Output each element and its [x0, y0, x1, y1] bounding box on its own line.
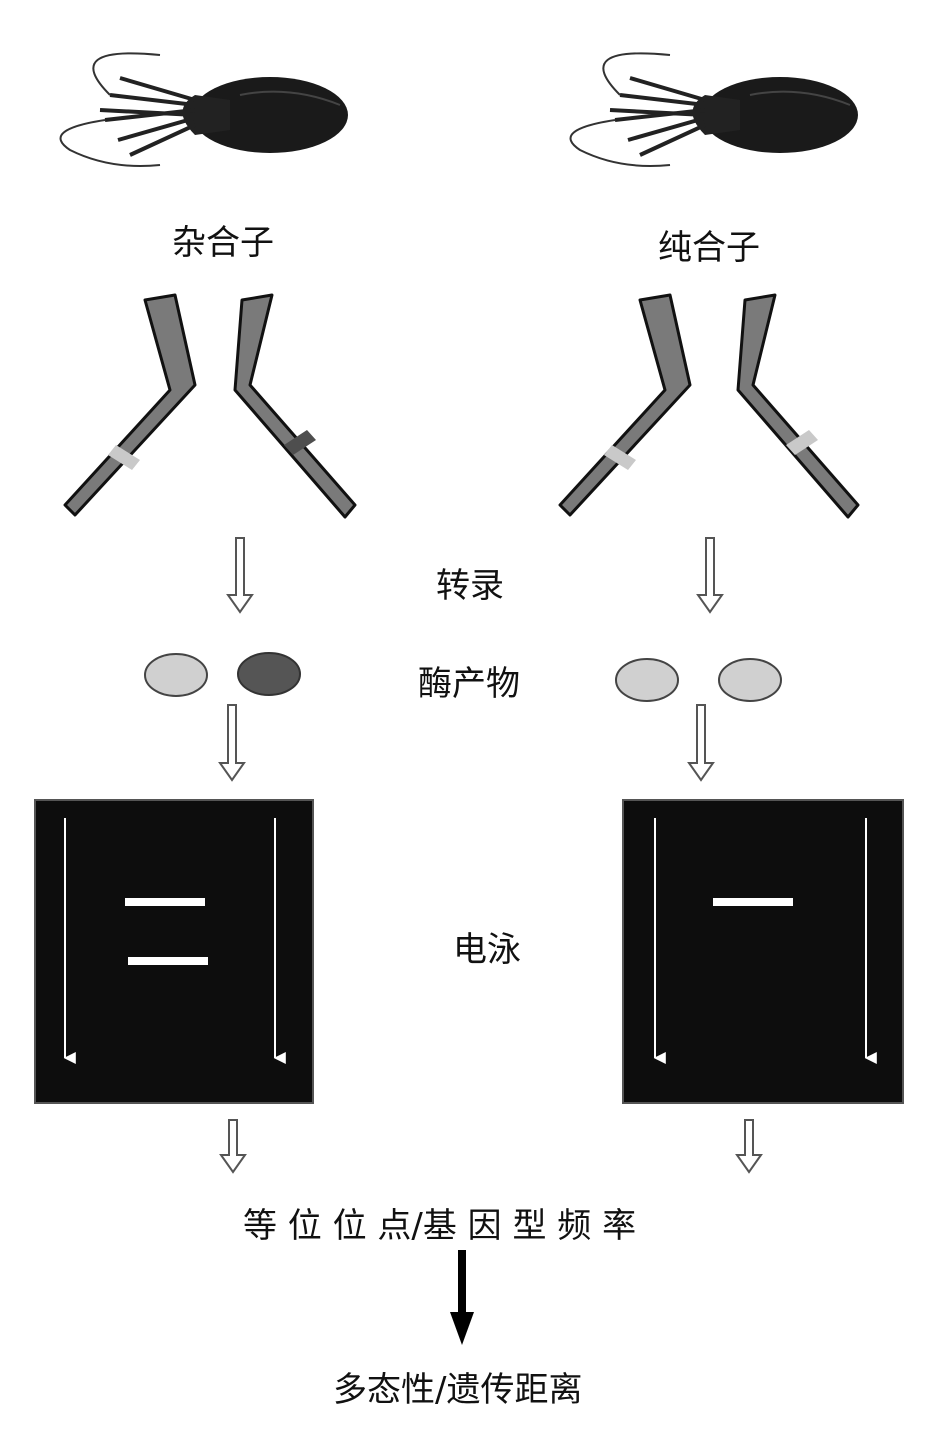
allele-band-light: [786, 430, 818, 455]
allele-band-light: [604, 445, 636, 470]
gel-homozygote: [622, 799, 904, 1104]
chromosome-icon-heterozygote: [63, 293, 357, 519]
label-electrophoresis: 电泳: [453, 930, 521, 970]
allele-band-light: [108, 445, 140, 470]
label-enzyme-product: 酶产物: [418, 664, 520, 704]
enzyme-product-dark: [237, 652, 301, 696]
squid-icon-heterozygote: [59, 52, 348, 167]
enzyme-product-light: [615, 658, 679, 702]
enzyme-product-light: [144, 653, 208, 697]
label-transcription: 转录: [436, 566, 504, 606]
label-homozygote: 纯合子: [658, 228, 760, 268]
enzyme-product-light: [718, 658, 782, 702]
gel-band: [128, 957, 208, 965]
gel-heterozygote: [34, 799, 314, 1104]
gel-band: [125, 898, 205, 906]
allele-band-dark: [284, 430, 316, 455]
chromosome-icon-homozygote: [558, 293, 860, 519]
label-heterozygote: 杂合子: [172, 223, 274, 263]
label-polymorphism: 多态性/遗传距离: [333, 1370, 583, 1410]
label-allele-frequency: 等 位 位 点/基 因 型 频 率: [243, 1206, 637, 1246]
squid-icon-homozygote: [569, 52, 858, 167]
gel-band: [713, 898, 793, 906]
down-arrow-icon: [218, 537, 763, 1174]
solid-down-arrow-icon: [450, 1250, 474, 1345]
